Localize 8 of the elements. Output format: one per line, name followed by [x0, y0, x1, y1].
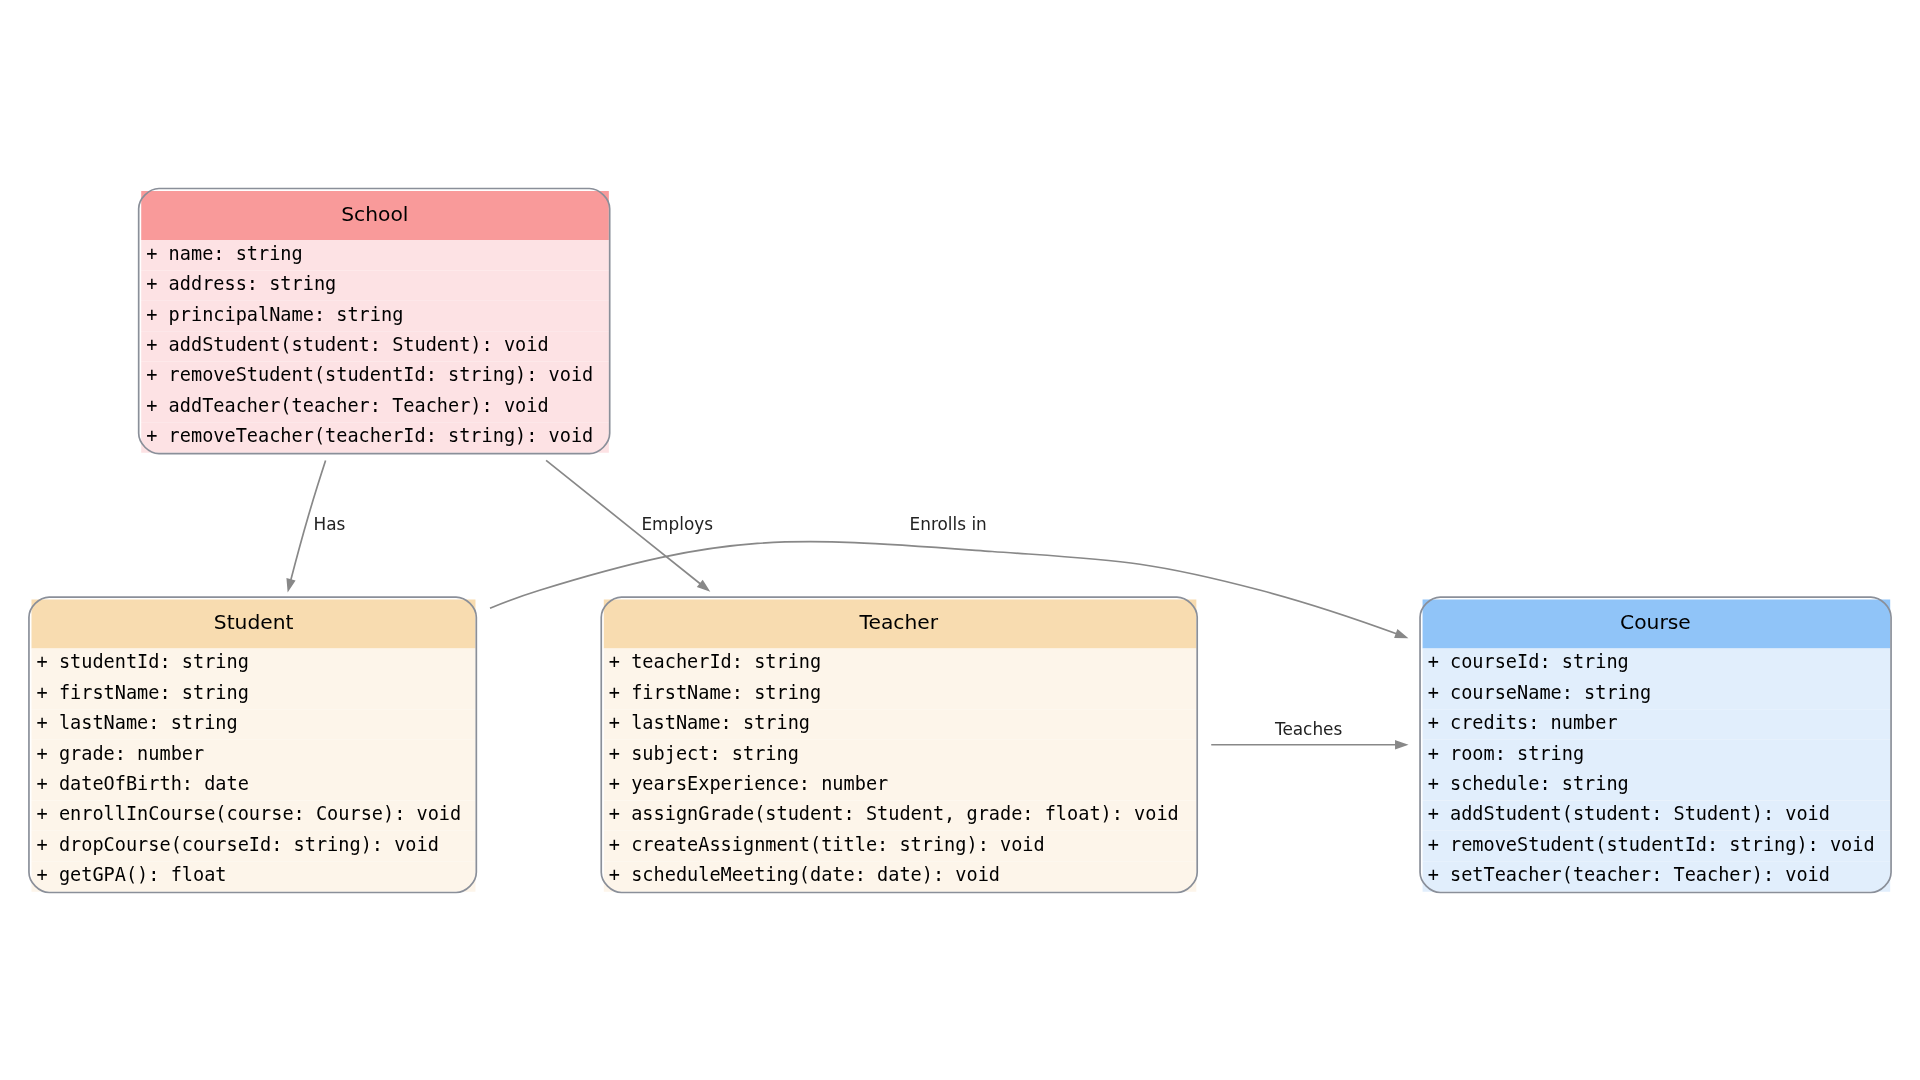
arrow: [545, 459, 711, 592]
edge-label: Employs: [641, 513, 714, 534]
arrow: [489, 540, 1409, 638]
arrow: [1210, 739, 1409, 749]
edge-label: Enrolls in: [909, 513, 987, 534]
arrow: [286, 459, 327, 592]
edge-label: Teaches: [1274, 718, 1343, 739]
edge-label: Has: [313, 513, 346, 534]
